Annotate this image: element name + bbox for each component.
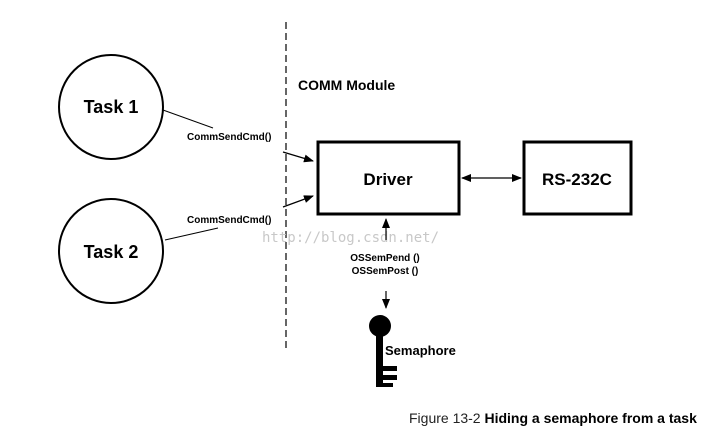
pend-call-label: OSSemPend () (350, 253, 419, 264)
task-2-connector (164, 227, 219, 241)
task-1-label: Task 1 (84, 97, 139, 117)
task-1-circle (58, 54, 164, 160)
module-label: COMM Module (298, 77, 395, 93)
port-box (522, 140, 633, 216)
driver-box (316, 140, 461, 216)
task-1-call-label: CommSendCmd() (187, 132, 271, 143)
semaphore-label: Semaphore (385, 343, 456, 358)
task-2-circle (58, 198, 164, 304)
port-label: RS-232C (542, 170, 612, 189)
task-1-arrow (282, 151, 314, 163)
key-icon (369, 315, 397, 387)
caption-title: Hiding a semaphore from a task (484, 410, 697, 426)
caption-prefix: Figure 13-2 (409, 410, 481, 426)
figure-caption: Figure 13-2 Hiding a semaphore from a ta… (409, 410, 697, 426)
watermark-text: http://blog.csdn.net/ (262, 230, 439, 246)
task-1-connector (162, 109, 214, 129)
post-call-label: OSSemPost () (352, 266, 419, 277)
task-2-call-label: CommSendCmd() (187, 215, 271, 226)
driver-label: Driver (363, 170, 413, 189)
task-2-arrow (282, 195, 314, 208)
task-2-label: Task 2 (84, 242, 139, 262)
